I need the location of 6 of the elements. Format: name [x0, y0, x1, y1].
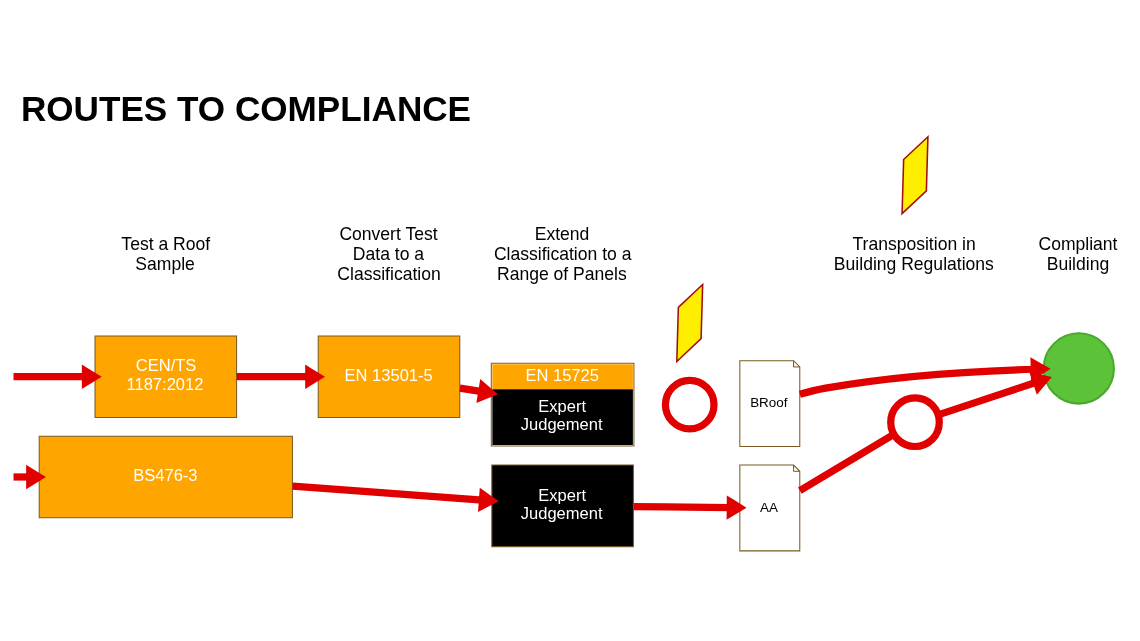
label: Test a Roof Sample [121, 234, 211, 274]
label: Transposition in Building Regulations [833, 234, 994, 274]
label: Extend Classification to a Range of Panels [493, 224, 632, 284]
label: Convert Test Data to a Classification [337, 224, 441, 284]
label: Compliant Building [1038, 234, 1118, 274]
diagram-title: ROUTES TO COMPLIANCE [20, 89, 472, 129]
